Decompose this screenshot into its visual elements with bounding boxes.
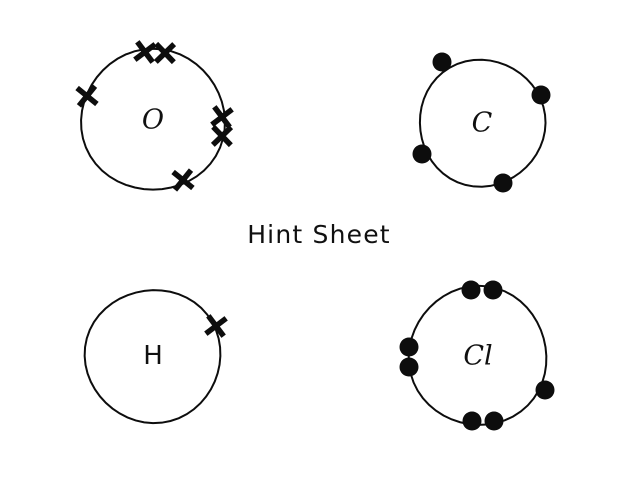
atom-label-hydrogen: H: [143, 341, 163, 371]
electron-dot-chlorine-7: [484, 411, 504, 431]
electron-dot-chlorine-6: [462, 411, 482, 431]
cross-stroke-b: [204, 316, 228, 336]
electron-shell-hydrogen: [83, 289, 222, 425]
electron-dot-carbon-4: [493, 173, 513, 193]
electron-cross-oxygen-4: [210, 105, 234, 129]
diagram-chlorine: [399, 280, 555, 431]
cross-stroke-b: [172, 168, 194, 192]
electron-cross-oxygen-2: [153, 41, 177, 65]
cross-stroke-b: [210, 107, 234, 127]
cross-stroke-b: [210, 125, 234, 147]
atom-label-carbon: C: [471, 107, 493, 139]
electron-dot-carbon-3: [412, 144, 432, 164]
cross-stroke-b: [76, 84, 98, 108]
electron-cross-hydrogen-1: [204, 314, 228, 338]
cross-stroke-b: [153, 42, 177, 64]
atom-label-chlorine: Cl: [463, 340, 493, 372]
atom-label-oxygen: O: [141, 104, 165, 136]
electron-dot-chlorine-1: [461, 280, 481, 300]
electron-cross-oxygen-1: [133, 40, 157, 64]
electron-cross-oxygen-6: [171, 168, 195, 192]
diagram-oxygen: [75, 40, 234, 192]
electron-cross-oxygen-3: [75, 84, 99, 108]
electron-dot-chlorine-2: [483, 280, 503, 300]
electron-dot-chlorine-3: [399, 337, 419, 357]
diagram-hydrogen: [83, 289, 228, 425]
electron-shell-carbon: [418, 58, 547, 188]
diagram-carbon: [412, 52, 551, 193]
cross-stroke-b: [133, 42, 157, 62]
page-title: Hint Sheet: [247, 220, 391, 249]
electron-dot-chlorine-5: [535, 380, 555, 400]
electron-cross-oxygen-5: [210, 124, 234, 148]
electron-dot-chlorine-4: [399, 357, 419, 377]
electron-dot-carbon-1: [432, 52, 452, 72]
electron-dot-carbon-2: [531, 85, 551, 105]
